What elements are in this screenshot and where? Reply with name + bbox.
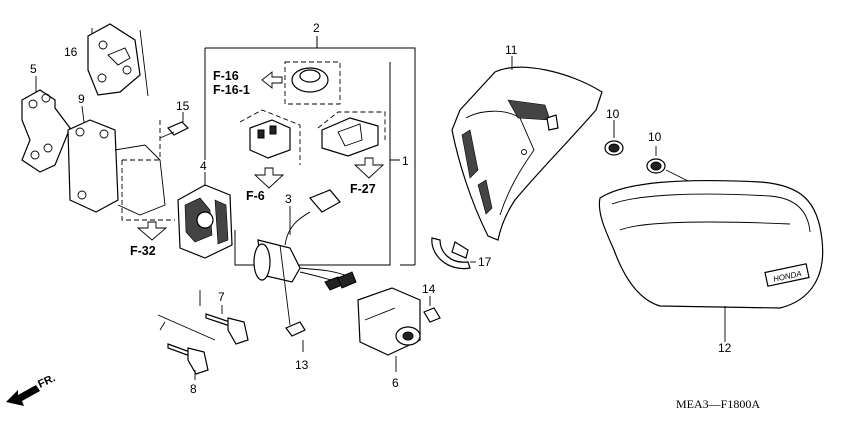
callout-8: 8 (190, 382, 197, 396)
detail-f6-connector (239, 109, 301, 189)
part-10-grommets (604, 120, 691, 183)
callout-3: 3 (285, 192, 292, 206)
detail-f27-connector (317, 111, 386, 179)
callout-15: 15 (176, 99, 190, 113)
part-14-screw (423, 296, 441, 323)
dashed-frame-f32 (121, 120, 175, 221)
callout-11: 11 (505, 43, 518, 57)
part-8-key (157, 314, 216, 380)
front-direction-indicator: FR. (6, 372, 57, 406)
callout-10b: 10 (648, 130, 662, 144)
callout-1: 1 (402, 154, 409, 168)
callout-17: 17 (478, 255, 492, 269)
part-17-clamp (431, 237, 476, 270)
callout-2: 2 (313, 21, 320, 35)
part-12-side-cover: HONDA (598, 179, 824, 342)
ref-f6: F-6 (246, 189, 265, 203)
part-11-inner-cover (451, 56, 603, 241)
callout-10a: 10 (606, 107, 620, 121)
diagram-code: MEA3—F1800A (676, 397, 760, 411)
assembly-frame (204, 36, 416, 266)
reference-labels: F-16 F-16-1 F-6 F-27 F-32 (130, 69, 376, 258)
callout-6: 6 (392, 376, 399, 390)
ref-f32: F-32 (130, 244, 156, 258)
callout-4: 4 (200, 159, 207, 173)
front-label: FR. (36, 372, 57, 390)
ref-arrows (136, 221, 168, 241)
part-3-harness (253, 189, 357, 291)
callout-9: 9 (78, 92, 85, 106)
ref-f16-1: F-16-1 (213, 83, 250, 97)
callout-numbers: 1 2 3 4 5 6 7 8 9 10 10 11 12 13 14 15 1… (30, 21, 732, 396)
callout-5: 5 (30, 62, 37, 76)
callout-13: 13 (295, 358, 309, 372)
part-16-gasket (87, 23, 149, 97)
callout-12: 12 (718, 341, 732, 355)
ref-f16: F-16 (213, 69, 239, 83)
ref-f27: F-27 (350, 182, 376, 196)
part-4-switch-body (177, 184, 233, 259)
part-13-screw (279, 244, 306, 352)
callout-14: 14 (422, 282, 436, 296)
callout-16: 16 (64, 45, 78, 59)
part-15-bolt (159, 112, 190, 139)
front-arrow-icon (6, 385, 40, 406)
callout-7: 7 (218, 290, 225, 304)
part-5-bracket (21, 89, 71, 173)
leader-lines (35, 76, 291, 306)
part-7-key (205, 305, 249, 345)
part-6-lock (357, 287, 421, 372)
detail-f16-cap (261, 61, 341, 105)
part-9-plate (67, 119, 166, 216)
